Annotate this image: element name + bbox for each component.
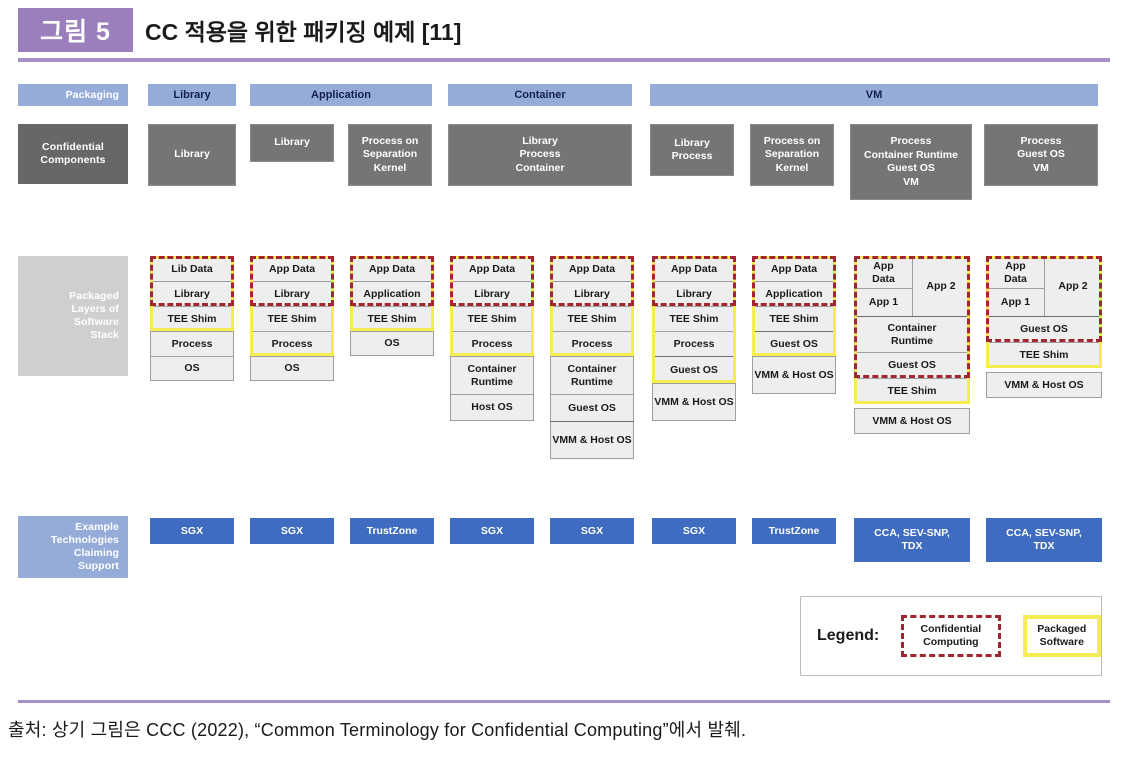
technology-cell-9: CCA, SEV-SNP, TDX (986, 518, 1102, 562)
stack-6-layer-5: VMM & Host OS (652, 383, 736, 421)
stack-3-layer-2: TEE Shim (350, 306, 434, 331)
stack-3-layer-3: OS (350, 331, 434, 356)
stack-4-layer-2: TEE Shim (450, 306, 534, 331)
stack-6-layer-3: Process (652, 331, 736, 356)
stack-4-layer-4: Container Runtime (450, 356, 534, 394)
stack-8-app-1: App 1 (854, 288, 912, 316)
component-cell-2: Library (250, 124, 334, 162)
stack-5-layer-6: VMM & Host OS (550, 421, 634, 459)
stack-5-layer-2: TEE Shim (550, 306, 634, 331)
technology-cell-7: TrustZone (752, 518, 836, 544)
stack-3-layer-1: Application (350, 281, 434, 306)
technology-cell-8: CCA, SEV-SNP, TDX (854, 518, 970, 562)
technology-cell-4: SGX (450, 518, 534, 544)
packaging-cell-library: Library (148, 84, 236, 106)
technology-cell-6: SGX (652, 518, 736, 544)
stack-2-layer-4: OS (250, 356, 334, 381)
stack-5-layer-3: Process (550, 331, 634, 356)
legend-box: Legend: Confidential Computing Packaged … (800, 596, 1102, 676)
stack-4-layer-3: Process (450, 331, 534, 356)
stack-6-layer-0: App Data (652, 256, 736, 281)
row-label-packaged-layers: Packaged Layers of Software Stack (18, 256, 128, 376)
row-label-confidential-components: Confidential Components (18, 124, 128, 184)
software-stack-1: Lib Data Library TEE Shim Process OS (150, 256, 234, 381)
stack-7-layer-2: TEE Shim (752, 306, 836, 331)
technology-cell-2: SGX (250, 518, 334, 544)
stack-6-layer-1: Library (652, 281, 736, 306)
stack-1-layer-1: Library (150, 281, 234, 306)
technology-cell-5: SGX (550, 518, 634, 544)
stack-8-layer-0: Container Runtime (854, 316, 970, 352)
stack-2-layer-3: Process (250, 331, 334, 356)
stack-6-layer-4: Guest OS (652, 356, 736, 383)
stack-8-app-2: App 2 (912, 256, 970, 316)
figure-title: CC 적용을 위한 패키징 예제 [11] (145, 19, 462, 45)
packaging-example-diagram: Packaging Confidential Components Packag… (0, 66, 1127, 694)
stack-8-layer-1: Guest OS (854, 352, 970, 378)
legend-confidential-computing: Confidential Computing (901, 615, 1001, 657)
stack-8-layer-3: VMM & Host OS (854, 408, 970, 434)
stack-4-layer-5: Host OS (450, 394, 534, 421)
stack-9-app-1: App 1 (986, 288, 1044, 316)
stack-2-layer-1: Library (250, 281, 334, 306)
packaging-cell-container: Container (448, 84, 632, 106)
stack-7-layer-4: VMM & Host OS (752, 356, 836, 394)
software-stack-8: App Data App 1 App 2 Container Runtime G… (854, 256, 970, 434)
stack-5-layer-5: Guest OS (550, 394, 634, 421)
stack-6-layer-2: TEE Shim (652, 306, 736, 331)
technology-cell-1: SGX (150, 518, 234, 544)
figure-header: 그림 5 CC 적용을 위한 패키징 예제 [11] (0, 8, 1127, 56)
software-stack-5: App Data Library TEE Shim Process Contai… (550, 256, 634, 459)
stack-8-app-data: App Data (854, 256, 912, 288)
technology-cell-3: TrustZone (350, 518, 434, 544)
software-stack-9: App Data App 1 App 2 Guest OS TEE Shim V… (986, 256, 1102, 398)
stack-7-layer-3: Guest OS (752, 331, 836, 356)
stack-7-layer-1: Application (752, 281, 836, 306)
software-stack-4: App Data Library TEE Shim Process Contai… (450, 256, 534, 421)
footer-divider (18, 700, 1110, 703)
stack-9-layer-2: VMM & Host OS (986, 372, 1102, 398)
stack-9-app-data: App Data (986, 256, 1044, 288)
legend-packaged-software: Packaged Software (1022, 615, 1101, 657)
software-stack-6: App Data Library TEE Shim Process Guest … (652, 256, 736, 421)
stack-7-layer-0: App Data (752, 256, 836, 281)
software-stack-2: App Data Library TEE Shim Process OS (250, 256, 334, 381)
stack-1-layer-3: Process (150, 331, 234, 356)
stack-9-apps-row: App Data App 1 App 2 (986, 256, 1102, 316)
component-cell-1: Library (148, 124, 236, 186)
stack-3-layer-0: App Data (350, 256, 434, 281)
packaging-cell-application: Application (250, 84, 432, 106)
row-label-example-technologies: Example Technologies Claiming Support (18, 516, 128, 578)
stack-8-apps-row: App Data App 1 App 2 (854, 256, 970, 316)
legend-title: Legend: (817, 627, 880, 644)
stack-9-layer-0: Guest OS (986, 316, 1102, 342)
stack-4-layer-1: Library (450, 281, 534, 306)
packaging-cell-vm: VM (650, 84, 1098, 106)
component-cell-5: Library Process (650, 124, 734, 176)
stack-8-layer-2: TEE Shim (854, 378, 970, 404)
stack-9-app-2: App 2 (1044, 256, 1102, 316)
software-stack-7: App Data Application TEE Shim Guest OS V… (752, 256, 836, 394)
row-label-packaging: Packaging (18, 84, 128, 106)
stack-5-layer-1: Library (550, 281, 634, 306)
component-cell-3: Process on Separation Kernel (348, 124, 432, 186)
stack-1-layer-0: Lib Data (150, 256, 234, 281)
component-cell-6: Process on Separation Kernel (750, 124, 834, 186)
title-divider (18, 58, 1110, 62)
component-cell-8: Process Guest OS VM (984, 124, 1098, 186)
stack-1-layer-2: TEE Shim (150, 306, 234, 331)
component-cell-4: Library Process Container (448, 124, 632, 186)
source-note: 출처: 상기 그림은 CCC (2022), “Common Terminolo… (8, 720, 747, 740)
stack-5-layer-4: Container Runtime (550, 356, 634, 394)
figure-number-badge: 그림 5 (18, 8, 133, 52)
stack-9-layer-1: TEE Shim (986, 342, 1102, 368)
stack-2-layer-2: TEE Shim (250, 306, 334, 331)
stack-4-layer-0: App Data (450, 256, 534, 281)
stack-1-layer-4: OS (150, 356, 234, 381)
software-stack-3: App Data Application TEE Shim OS (350, 256, 434, 356)
component-cell-7: Process Container Runtime Guest OS VM (850, 124, 972, 200)
stack-2-layer-0: App Data (250, 256, 334, 281)
stack-5-layer-0: App Data (550, 256, 634, 281)
